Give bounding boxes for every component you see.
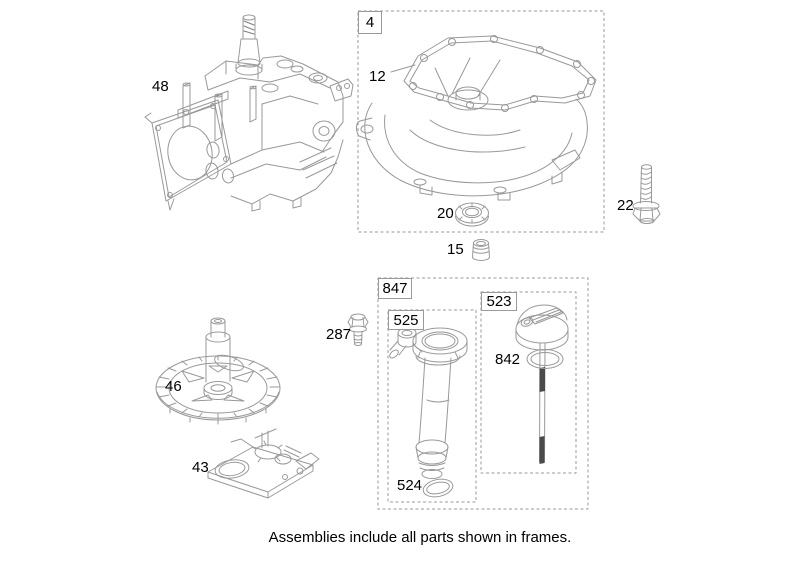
- frame-4-label: 4: [358, 11, 382, 34]
- part-label-287: 287: [326, 326, 352, 343]
- frame-847-border: [377, 277, 589, 510]
- frame-4-border: [357, 10, 605, 233]
- oil-seal-drawing: [455, 202, 489, 227]
- camshaft-drawing: [155, 317, 281, 425]
- part-label-15: 15: [447, 241, 464, 258]
- frame-847-label: 847: [378, 278, 412, 299]
- dipstick-drawing: [515, 304, 569, 464]
- part-label-22: 22: [617, 197, 634, 214]
- pump-bolt-drawing: [347, 313, 369, 346]
- frame-523-border: [480, 291, 577, 474]
- oil-sump-drawing: [356, 35, 597, 201]
- diagram-caption: Assemblies include all parts shown in fr…: [268, 529, 572, 546]
- frame-525-label: 525: [388, 310, 424, 330]
- frame-525-border: [387, 309, 477, 503]
- part-label-46: 46: [165, 378, 182, 395]
- part-label-524: 524: [397, 477, 423, 494]
- fill-tube-drawing: [389, 327, 468, 498]
- part-label-20: 20: [437, 205, 454, 222]
- frame-523-label: 523: [481, 292, 517, 311]
- oil-plug-drawing: [472, 239, 490, 261]
- part-label-43: 43: [192, 459, 209, 476]
- part-label-842: 842: [495, 351, 521, 368]
- engine-block-drawing: [144, 14, 354, 212]
- sump-bolt-drawing: [632, 164, 661, 224]
- oil-pump-drawing: [207, 428, 320, 499]
- part-label-12: 12: [369, 68, 386, 85]
- part-label-48: 48: [152, 78, 169, 95]
